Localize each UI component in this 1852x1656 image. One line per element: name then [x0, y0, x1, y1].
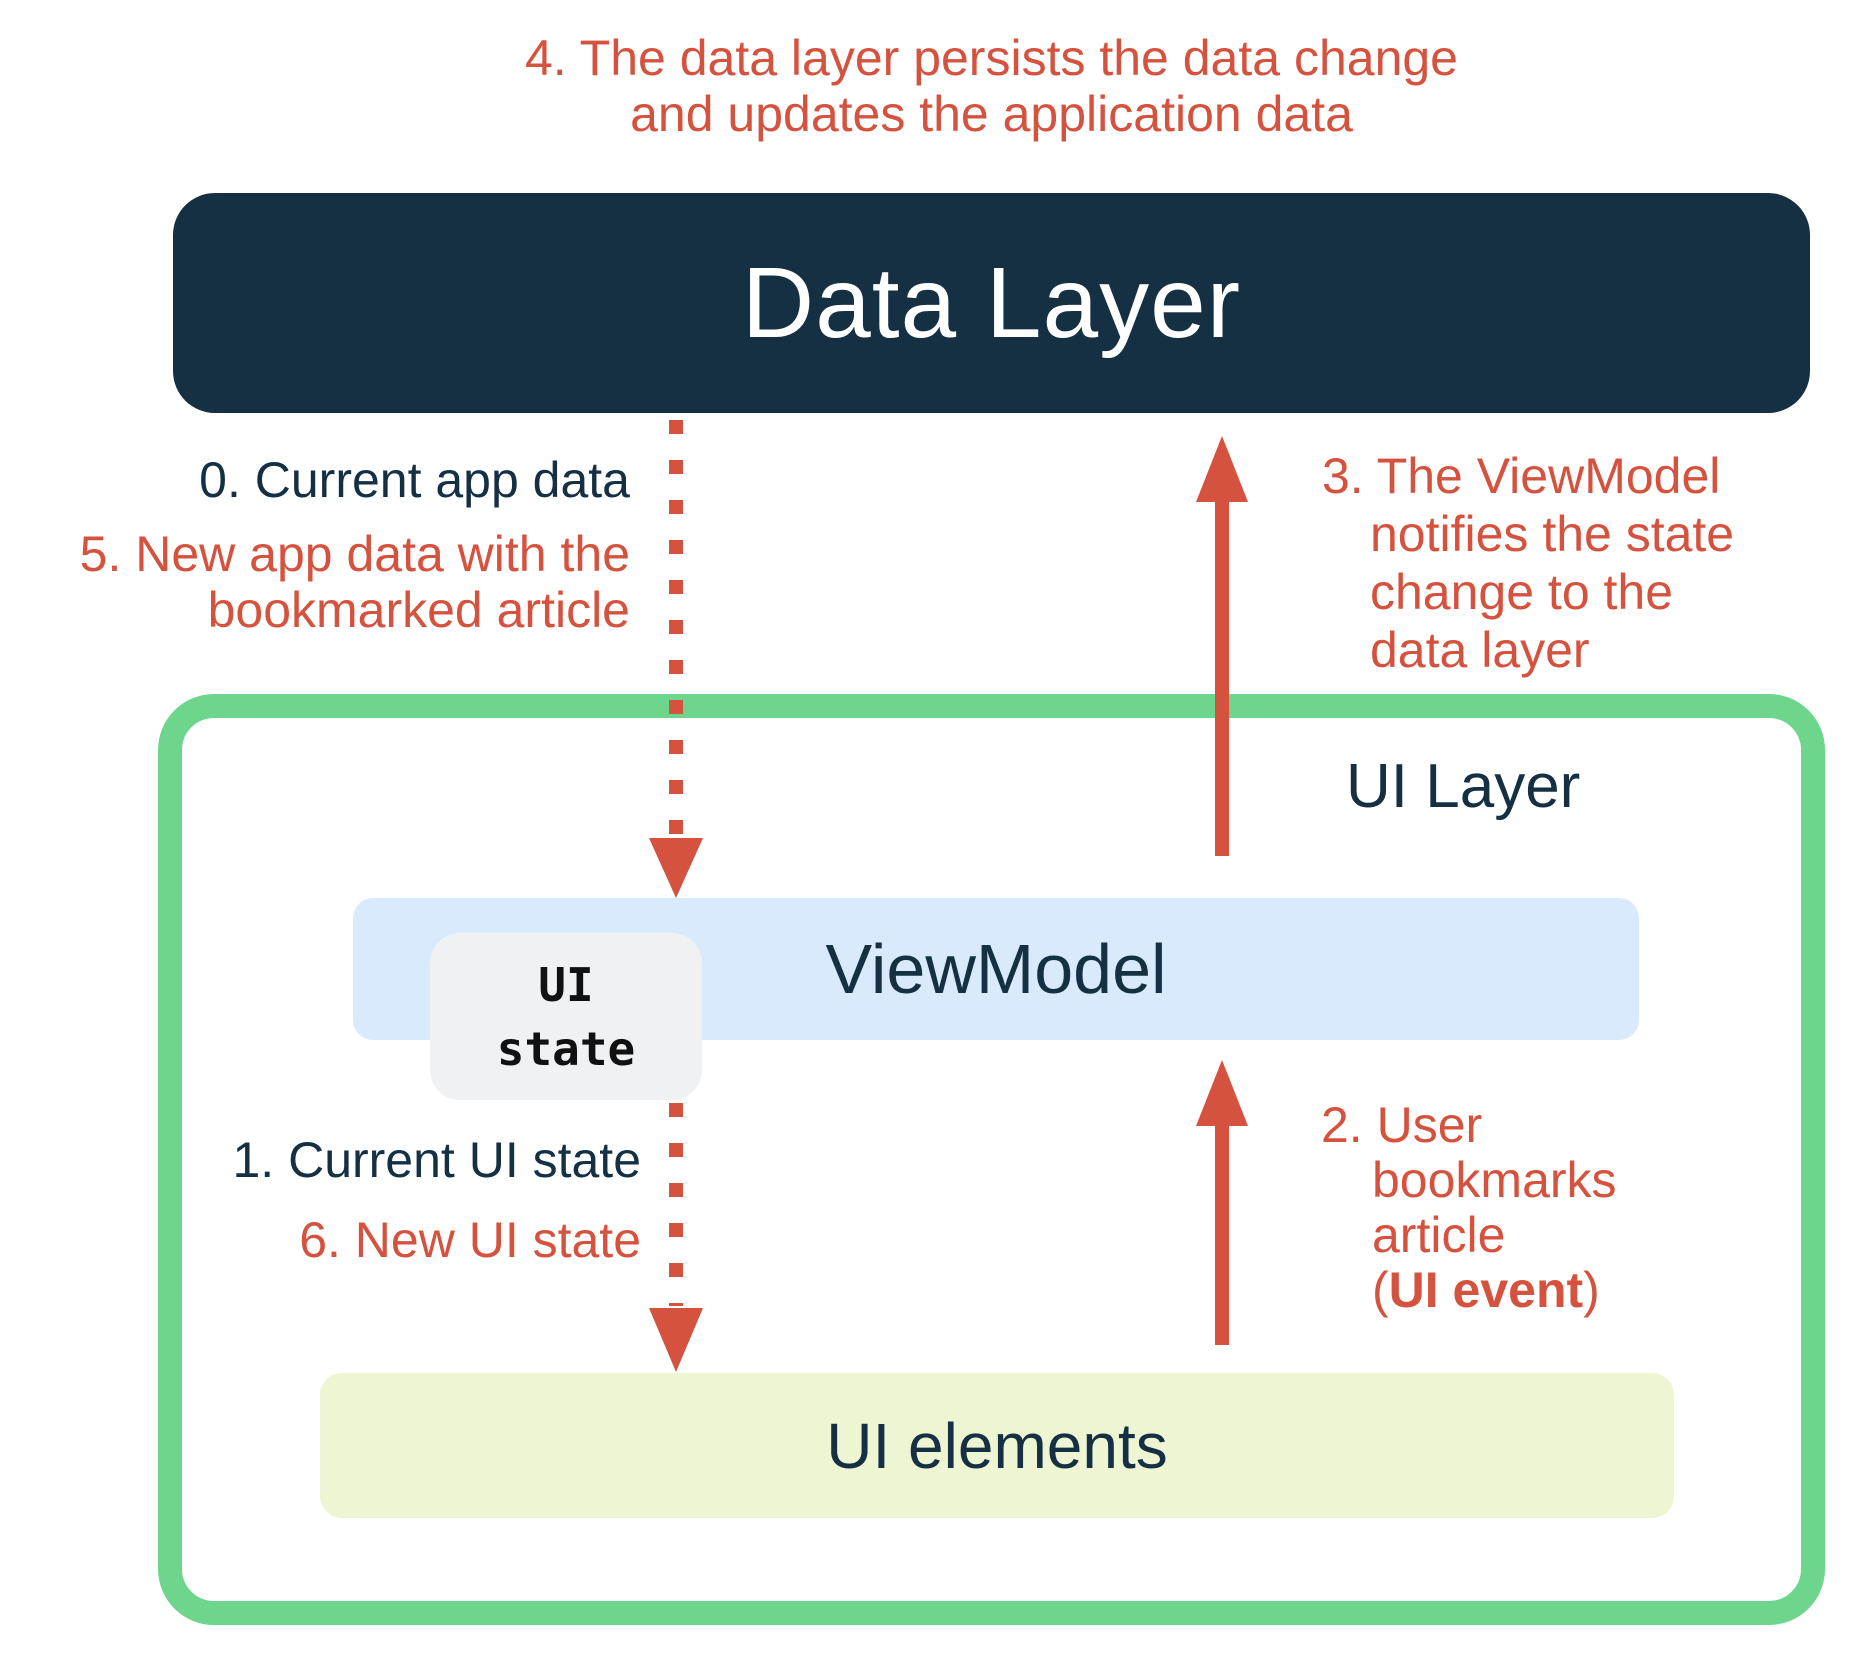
caption-step-3-line-3: change to the	[1370, 564, 1674, 620]
caption-step-2-line-4: (UI event)	[1321, 1263, 1617, 1318]
ui-event-open-paren: (	[1372, 1262, 1389, 1318]
ui-state-chip: UI state	[430, 933, 702, 1100]
caption-step-3-line-2: notifies the state	[1370, 506, 1735, 562]
arrowhead-down-icon	[649, 1308, 703, 1372]
caption-step-4: 4. The data layer persists the data chan…	[173, 30, 1810, 142]
caption-step-3-line-4: data layer	[1370, 622, 1590, 678]
caption-step-2-line-2: bookmarks	[1372, 1152, 1617, 1208]
caption-step-4-line-2: and updates the application data	[630, 86, 1353, 142]
caption-step-5-line-2: bookmarked article	[207, 582, 630, 638]
ui-event-bold-text: UI event	[1388, 1262, 1584, 1318]
caption-step-4-line-1: 4. The data layer persists the data chan…	[524, 30, 1458, 86]
arrow-ui-elements-to-viewmodel	[1215, 1124, 1229, 1345]
caption-step-3-line-1: 3. The ViewModel	[1322, 448, 1721, 504]
data-layer-box: Data Layer	[173, 193, 1810, 413]
caption-step-0: 0. Current app data	[199, 452, 630, 508]
caption-step-3: 3. The ViewModel notifies the state chan…	[1322, 447, 1734, 679]
arrowhead-down-icon	[649, 838, 703, 898]
arrowhead-up-icon	[1196, 436, 1248, 502]
ui-elements-box: UI elements	[320, 1373, 1674, 1518]
arrowhead-up-icon	[1196, 1060, 1248, 1126]
caption-step-2-line-3: article	[1372, 1207, 1506, 1263]
arrow-viewmodel-to-data-layer	[1215, 500, 1229, 856]
caption-step-2-line-1: 2. User	[1321, 1097, 1483, 1153]
data-layer-label: Data Layer	[741, 246, 1242, 359]
caption-step-1: 1. Current UI state	[232, 1132, 642, 1188]
ui-state-chip-line-1: UI	[538, 957, 594, 1012]
viewmodel-label: ViewModel	[825, 930, 1167, 1008]
dotted-arrow-data-to-viewmodel	[669, 420, 683, 840]
ui-state-chip-line-2: state	[496, 1021, 636, 1076]
caption-step-5: 5. New app data with the bookmarked arti…	[0, 526, 630, 638]
dotted-arrow-viewmodel-to-ui-elements	[669, 1103, 683, 1306]
caption-step-2: 2. User bookmarks article (UI event)	[1321, 1098, 1617, 1318]
ui-elements-label: UI elements	[826, 1409, 1168, 1482]
ui-layer-label: UI Layer	[1346, 752, 1581, 821]
caption-step-6: 6. New UI state	[299, 1212, 641, 1268]
caption-step-5-line-1: 5. New app data with the	[79, 526, 630, 582]
ui-event-close-paren: )	[1583, 1262, 1600, 1318]
